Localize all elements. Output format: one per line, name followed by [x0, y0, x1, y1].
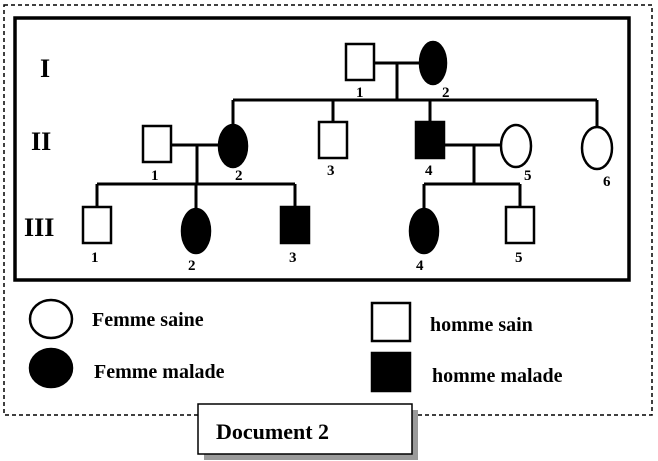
individual-III-3-affected-male: [279, 205, 311, 245]
legend-affected-female-symbol: [28, 347, 74, 389]
generation-label-I: I: [40, 54, 50, 83]
individual-II-6-healthy-female: [580, 125, 614, 171]
individual-II-5-healthy-female: [499, 123, 533, 169]
individual-II-3-healthy-male: [317, 120, 349, 160]
individual-number: 1: [91, 250, 99, 266]
generation-label-III: III: [24, 213, 54, 242]
individual-II-1-healthy-male: [141, 124, 173, 164]
individual-III-1-healthy-male: [81, 205, 113, 245]
individual-number: 2: [442, 85, 450, 101]
legend-healthy-male-label: homme sain: [430, 314, 533, 336]
individual-number: 5: [524, 168, 532, 184]
legend-healthy-female-label: Femme saine: [92, 309, 204, 331]
individual-III-4-affected-female: [408, 207, 440, 255]
individual-number: 4: [416, 258, 424, 274]
individual-number: 5: [515, 250, 523, 266]
individual-number: 1: [151, 168, 159, 184]
individual-III-2-affected-female: [180, 207, 212, 255]
legend-affected-male-symbol: [370, 351, 412, 393]
legend-affected-female-label: Femme malade: [94, 361, 225, 383]
generation-label-II: II: [31, 127, 51, 156]
individual-number: 4: [425, 163, 433, 179]
individual-number: 1: [356, 85, 364, 101]
individual-II-4-affected-male: [414, 120, 446, 160]
individual-I-1-healthy-male: [344, 42, 376, 82]
individual-number: 6: [603, 174, 611, 190]
individual-III-5-healthy-male: [504, 205, 536, 245]
pedigree-frame: [13, 16, 631, 282]
individual-I-2-affected-female: [418, 40, 448, 86]
caption-text: Document 2: [216, 419, 329, 444]
caption-box: [197, 403, 413, 455]
legend-healthy-female-symbol: [28, 298, 74, 340]
individual-number: 3: [289, 250, 297, 266]
legend-affected-male-label: homme malade: [432, 365, 563, 387]
individual-number: 2: [235, 168, 243, 184]
individual-II-2-affected-female: [217, 123, 249, 169]
individual-number: 3: [327, 163, 335, 179]
individual-number: 2: [188, 258, 196, 274]
legend-healthy-male-symbol: [370, 301, 412, 343]
